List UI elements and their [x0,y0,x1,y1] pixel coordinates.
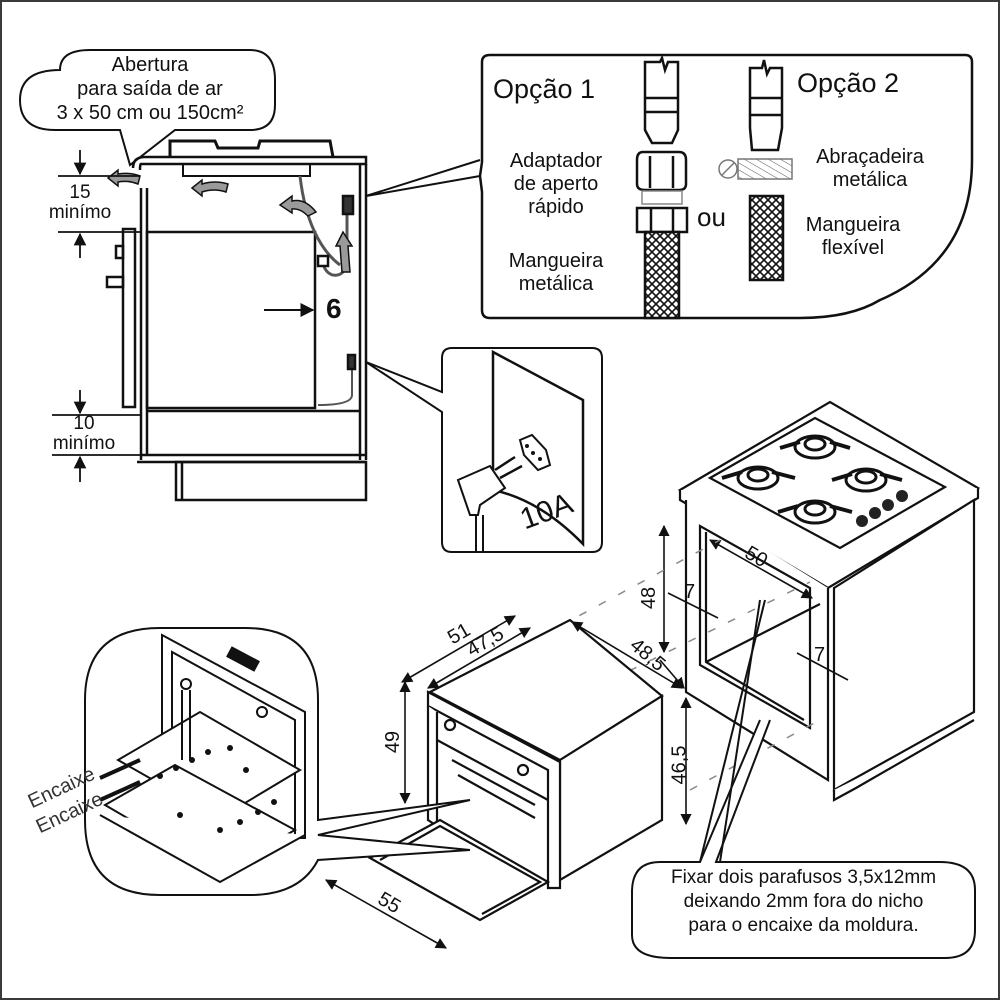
encaixe-arrow-1 [99,758,141,780]
top-clearance-unit: minímo [48,202,112,223]
clamp-label-line: Abraçadeira [816,146,924,168]
knob [882,499,894,511]
screw-note-line-2: deixando 2mm fora do nicho [683,891,924,912]
option1-title: Opção 1 [493,74,596,104]
option1-hose-label: Mangueira metálica [486,250,626,296]
option2-clamp-label: Abraçadeira metálica [795,146,945,192]
option2-fitting [718,59,793,282]
ventilation-line-1: Abertura [111,54,189,76]
hose-label-line: Mangueira [805,214,901,236]
gas-options-panel [478,53,974,320]
knob [869,507,881,519]
hose-label-line: Mangueira [508,250,604,272]
knob [856,515,868,527]
burner-2 [721,465,796,491]
cabinet-side-gap-left: 7 [684,581,696,603]
bottom-clearance-label: 10 minímo [34,414,134,454]
screw-note-line-1: Fixar dois parafusos 3,5x12mm [670,867,937,888]
hose-label-line: flexível [821,237,885,259]
bottom-clearance-unit: minímo [52,433,116,454]
option1-fitting [635,54,689,320]
adapter-label-line: rápido [528,196,584,218]
ventilation-line-3: 3 x 50 cm ou 150cm² [56,102,244,124]
adapter-label-line: de aperto [513,173,599,195]
plug-icon [456,464,507,516]
cooktop-profile [168,139,335,158]
control-knobs [856,490,908,527]
oven-unit-iso [367,618,664,922]
oven-dimension-lines [325,615,692,949]
knob [896,490,908,502]
option2-hose-label: Mangueira flexível [783,214,923,260]
burner-4 [777,499,853,525]
cabinet-side-gap-right: 7 [814,644,826,666]
burner-1 [779,434,851,460]
cooktop-cabinet-iso [677,400,981,802]
plug-callout [365,347,603,553]
cabinet-height-dim: 48 [638,586,661,610]
gas-options-leader [365,175,481,197]
top-clearance-value: 15 [69,182,91,203]
screw-note-bubble [631,599,976,959]
oven-body-height-dim: 46,5 [668,745,691,785]
encaixe-arrow-2 [99,780,141,802]
screw-note-line-3: para o encaixe da moldura. [688,915,919,936]
ventilation-callout-bubble [18,49,276,167]
burner-3 [831,467,903,493]
socket-outlet [518,433,552,472]
ventilation-line-2: para saída de ar [77,78,223,100]
screw-note-text: Fixar dois parafusos 3,5x12mm deixando 2… [632,866,975,938]
oven-height-dim: 49 [382,730,405,754]
back-gap-marker: 6 [326,293,342,324]
adapter-label-line: Adaptador [509,150,603,172]
options-separator: ou [697,202,726,232]
option1-adapter-label: Adaptador de aperto rápido [486,150,626,219]
top-clearance-label: 15 minímo [30,183,130,223]
option2-title: Opção 2 [797,68,900,98]
bottom-clearance-value: 10 [73,413,95,434]
ventilation-callout-text: Abertura para saída de ar 3 x 50 cm ou 1… [20,53,280,125]
rack-detail-callout [84,627,471,896]
burners [721,434,903,525]
clearance-dimension-lines [52,150,315,482]
clamp-label-line: metálica [832,169,908,191]
airflow-arrows [106,168,354,273]
hose-label-line: metálica [518,273,594,295]
cabinet-side-section [105,139,368,502]
